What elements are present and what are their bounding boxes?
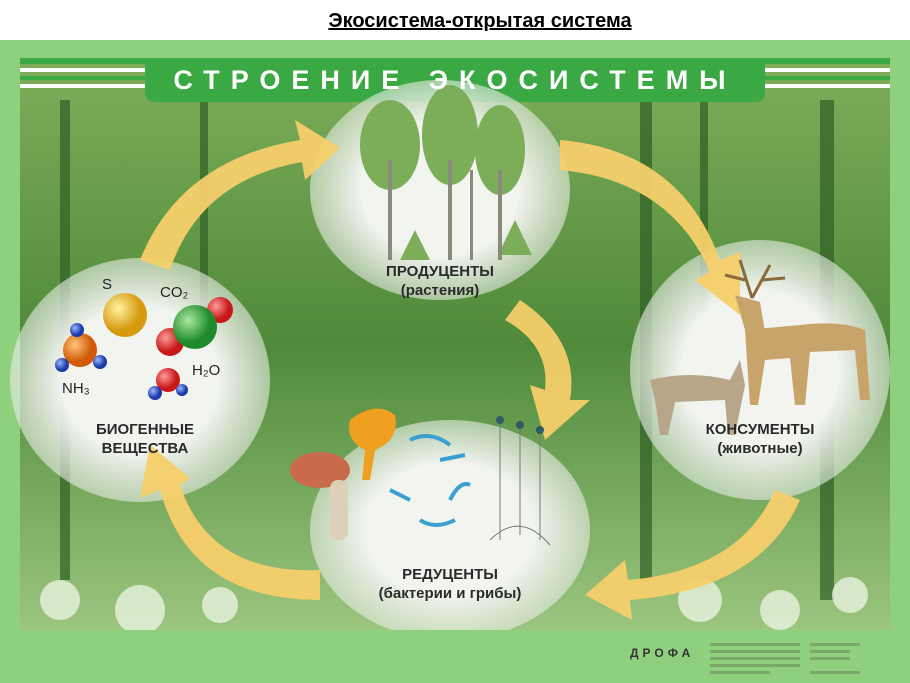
banner [145,58,765,102]
poster-footer [0,630,910,683]
consumers-subtitle: (животные) [717,440,803,457]
poster-illustration [0,58,910,683]
biogenic-title: БИОГЕННЫЕ [95,421,195,438]
producers-title: ПРОДУЦЕНТЫ [386,263,494,280]
decomposers-ellipse [310,420,590,640]
biogenic-title-2: ВЕЩЕСТВА [101,440,189,457]
banner-title: СТРОЕНИЕ ЭКОСИСТЕМЫ [173,65,737,95]
producers-label: ПРОДУЦЕНТЫ (растения) [340,262,540,300]
fungi-bacteria-illustration [290,408,551,546]
biogenic-label: БИОГЕННЫЕ ВЕЩЕСТВА [45,420,245,458]
animals-illustration [650,259,870,435]
decomposers-label: РЕДУЦЕНТЫ (бактерии и грибы) [340,565,560,603]
producers-subtitle: (растения) [400,282,480,299]
decomposers-subtitle: (бактерии и грибы) [378,585,522,602]
formula-s: S [102,276,113,293]
ecosystem-poster: СТРОЕНИЕ ЭКОСИСТЕМЫ ПРОДУЦЕНТЫ (растения… [0,40,910,683]
formula-nh3: NH₃ [62,380,90,397]
formula-h2o: H₂O [192,362,221,379]
page-title: Экосистема-открытая система [328,10,632,32]
footer-fine-print [710,643,860,674]
biogenic-ellipse [10,258,270,502]
decomposers-title: РЕДУЦЕНТЫ [402,566,498,583]
trees-illustration [360,85,532,260]
consumers-title: КОНСУМЕНТЫ [705,421,815,438]
consumers-label: КОНСУМЕНТЫ (животные) [660,420,860,458]
molecules-illustration [55,293,233,400]
cycle-arrows [140,120,800,620]
publisher-logo: ДРОФА [630,646,695,660]
formula-co2: CO₂ [160,284,189,301]
